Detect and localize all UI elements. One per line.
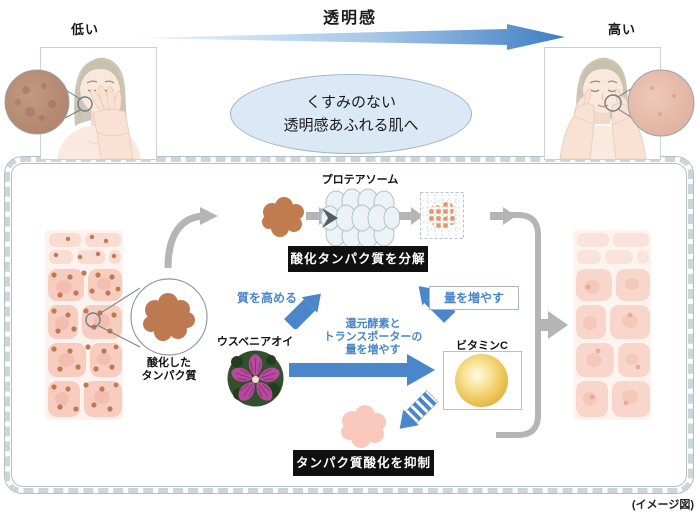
- image-note: (イメージ図): [631, 499, 694, 511]
- scale-high-label: 高い: [607, 22, 636, 37]
- vitamin-c-sphere: [455, 354, 508, 407]
- face-before-image: [40, 47, 157, 160]
- merge-bracket-arrow-icon: [496, 212, 568, 438]
- oxidized-protein-small-blob: [262, 197, 304, 237]
- woman-face-before-illustration: [41, 48, 156, 159]
- vitamin-c-label: ビタミンC: [456, 340, 508, 352]
- increase-amount-box: 量を増やす: [429, 286, 519, 310]
- oxidized-protein-label: 酸化した タンパク質: [141, 357, 197, 382]
- scale-low-label: 低い: [70, 22, 99, 37]
- arrow-up-right-icon: [284, 293, 321, 329]
- tagline-line2: 透明感あふれる肌へ: [283, 117, 419, 134]
- proteasome-label: プロテアソーム: [321, 174, 399, 186]
- curved-arrow-up-icon: [164, 207, 218, 269]
- big-arrow-right-icon: [289, 354, 435, 386]
- suppress-caption: タンパク質酸化を抑制: [293, 450, 434, 476]
- increase-amount-label: 量を増やす: [443, 291, 504, 305]
- tagline-oval: くすみのない 透明感あふれる肌へ: [230, 74, 472, 154]
- proteasome-illustration: [320, 188, 401, 249]
- arrow-right-icon: [490, 207, 516, 225]
- transparency-gradient-arrow-icon: [135, 24, 565, 50]
- mallow-label: ウスベニアオイ: [216, 336, 294, 348]
- transporter-annotation: 還元酵素と トランスポーターの 量を増やす: [323, 318, 423, 356]
- decompose-caption: 酸化タンパク質を分解: [288, 246, 428, 272]
- tagline-line1: くすみのない: [305, 94, 396, 111]
- skin-section-oxidized: [40, 227, 128, 423]
- striped-arrow-down-left-icon: [399, 389, 439, 429]
- mallow-flower-image: [227, 350, 284, 407]
- arrow-right-icon: [399, 207, 423, 225]
- diagram-frame: [4, 156, 694, 494]
- healthy-protein-blob: [341, 405, 386, 448]
- degraded-protein-grid: [420, 192, 464, 239]
- skin-section-clear: [568, 227, 656, 423]
- vitamin-c-image: [443, 351, 522, 410]
- page-title: 透明感: [322, 10, 377, 27]
- improve-quality-label: 質を高める: [236, 291, 297, 305]
- face-after-image: [544, 47, 661, 160]
- woman-face-after-illustration: [545, 48, 660, 159]
